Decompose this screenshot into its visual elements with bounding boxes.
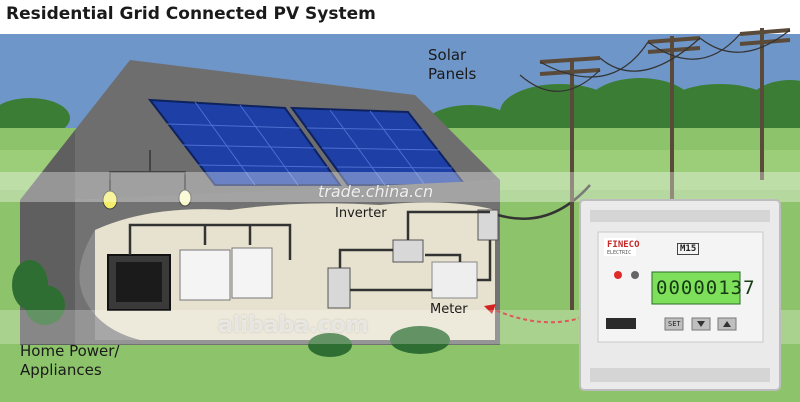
meter-set-button: SET bbox=[668, 320, 681, 328]
meter-brand: FINECO bbox=[607, 240, 640, 250]
breaker-panel bbox=[327, 267, 351, 309]
meter-model: M15 bbox=[677, 243, 700, 255]
power-lines bbox=[519, 29, 791, 92]
ceiling-lights bbox=[102, 175, 192, 210]
solar-label-line1: Solar bbox=[428, 46, 467, 64]
utility-poles bbox=[539, 28, 791, 310]
meter-lcd bbox=[651, 271, 741, 305]
disconnect-box bbox=[477, 209, 499, 241]
home-appliances-label: Home Power/ Appliances bbox=[20, 342, 119, 380]
interior-cutaway bbox=[95, 202, 495, 340]
light-wiring bbox=[109, 150, 186, 180]
meter-device bbox=[579, 199, 781, 391]
diagram-title: Residential Grid Connected PV System bbox=[6, 4, 376, 24]
house-wiring bbox=[128, 184, 591, 292]
solar-label-line2: Panels bbox=[428, 65, 477, 83]
watermark-top: trade.china.cn bbox=[318, 182, 434, 201]
home-label-line1: Home Power/ bbox=[20, 342, 120, 360]
home-label-line2: Appliances bbox=[20, 361, 102, 379]
television bbox=[107, 254, 171, 311]
meter-box bbox=[431, 261, 478, 299]
solar-panels-label: Solar Panels bbox=[428, 46, 476, 84]
meter-label: Meter bbox=[430, 302, 468, 317]
sky-haze bbox=[0, 0, 800, 34]
inverter-label: Inverter bbox=[335, 206, 387, 221]
watermark-band bbox=[0, 172, 800, 202]
washer-dryer bbox=[179, 247, 273, 301]
watermark-bottom: alibaba.com bbox=[218, 313, 369, 338]
sun-glint-arrow bbox=[489, 307, 581, 324]
solar-panel-array bbox=[147, 98, 468, 186]
inverter-box bbox=[392, 239, 424, 263]
bushes bbox=[12, 260, 450, 357]
meter-brand-sub: ELECTRIC bbox=[607, 250, 632, 256]
meter-display: 00000137 bbox=[656, 277, 756, 299]
